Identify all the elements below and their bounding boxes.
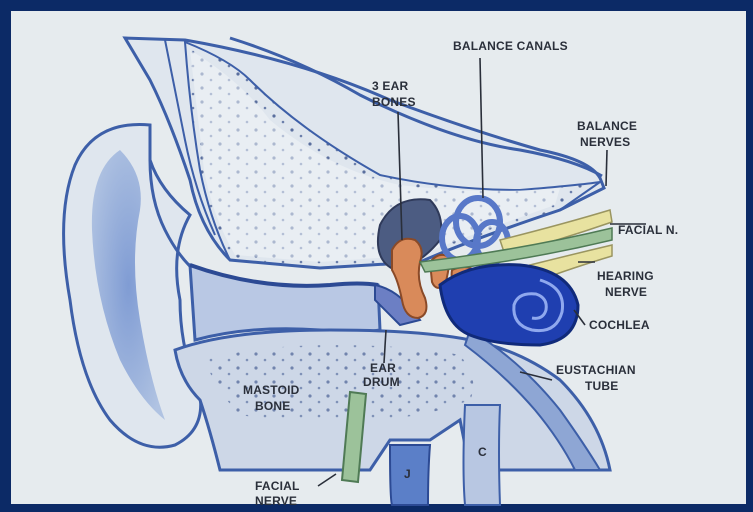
label-3-ear-bones-1: 3 EAR xyxy=(372,79,408,93)
label-balance-canals: BALANCE CANALS xyxy=(453,39,568,53)
label-balance-nerves-2: NERVES xyxy=(580,135,630,149)
label-mastoid-bone-1: MASTOID xyxy=(243,383,300,397)
label-facial-nerve-2: NERVE xyxy=(255,494,297,508)
label-3-ear-bones-2: BONES xyxy=(372,95,416,109)
label-hearing-nerve-2: NERVE xyxy=(605,285,647,299)
label-facial-nerve-1: FACIAL xyxy=(255,479,300,493)
label-ear-drum-1: EAR xyxy=(370,361,396,375)
label-cochlea: COCHLEA xyxy=(589,318,650,332)
label-balance-nerves-1: BALANCE xyxy=(577,119,637,133)
label-c: C xyxy=(478,445,487,459)
label-ear-drum-2: DRUM xyxy=(363,375,400,389)
label-eustachian-tube-1: EUSTACHIAN xyxy=(556,363,636,377)
label-hearing-nerve-1: HEARING xyxy=(597,269,654,283)
label-mastoid-bone-2: BONE xyxy=(255,399,290,413)
label-eustachian-tube-2: TUBE xyxy=(585,379,618,393)
label-facial-n: FACIAL N. xyxy=(618,223,678,237)
label-j: J xyxy=(404,467,411,481)
